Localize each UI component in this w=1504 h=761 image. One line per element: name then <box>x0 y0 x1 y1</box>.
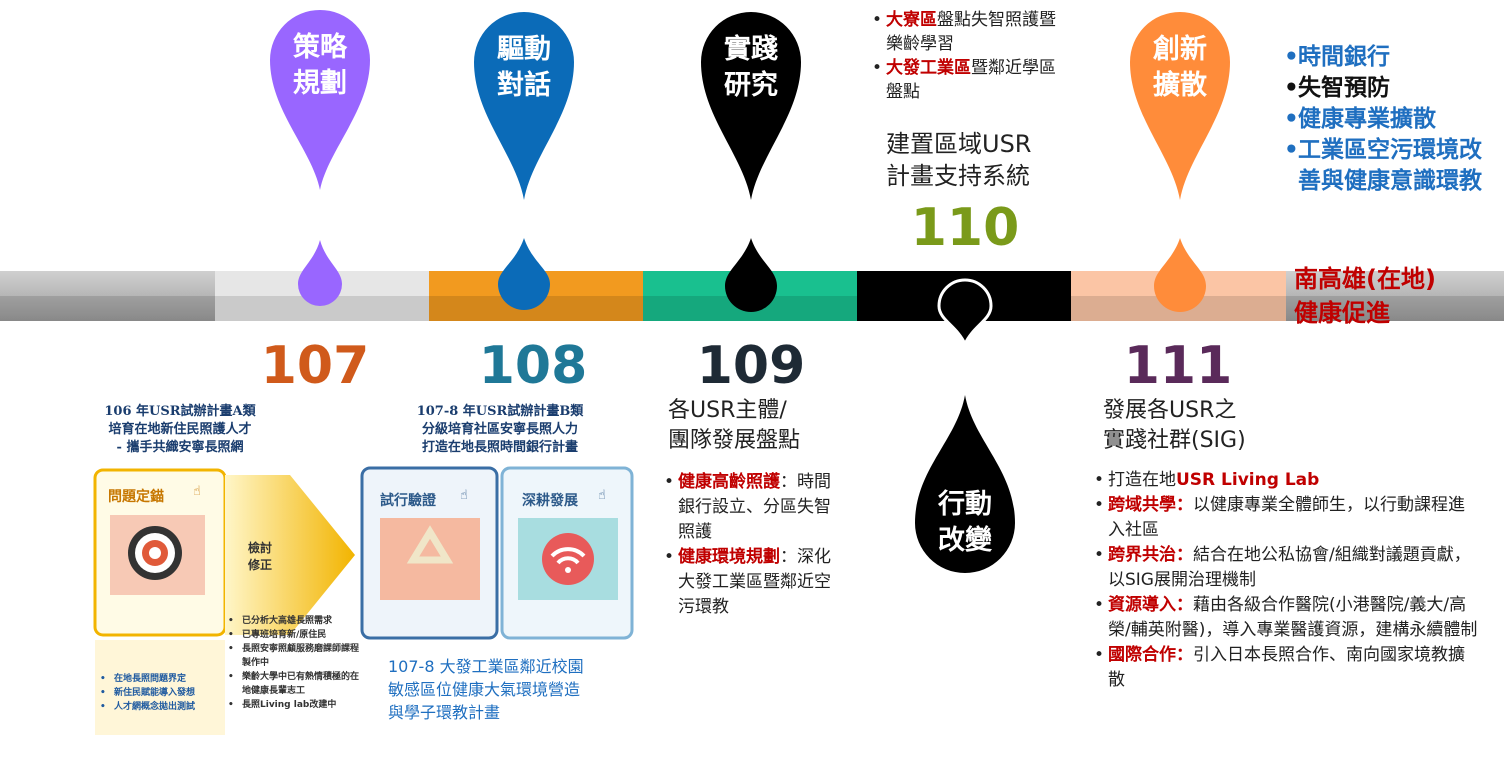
pin-label-dialogue: 驅動 對話 <box>497 34 551 101</box>
pin-blue-icon <box>474 12 574 310</box>
y111-title: 發展各USR之 實踐社群(SIG) <box>1103 398 1246 453</box>
card107-right-item: 長照Living lab改建中 <box>228 698 360 712</box>
card107-right-item: 長照安寧照顧服務磨課師課程製作中 <box>228 642 360 670</box>
right-list-item: 健康專業擴散 <box>1284 104 1484 135</box>
card107-arrow-text: 檢討 修正 <box>248 541 273 572</box>
y108-note: 107-8 年USR試辦計畫B類 分級培育社區安寧長照人力 打造在地長照時間銀行… <box>416 404 584 455</box>
south-kaohsiung-label: 南高雄(在地) 健康促進 <box>1294 265 1436 327</box>
year-108: 108 <box>478 336 588 396</box>
card107-title: 問題定錨 <box>108 489 164 505</box>
y109-title: 各USR主體/ 團隊發展盤點 <box>668 398 801 453</box>
top110-bullets: 大寮區盤點失智照護暨樂齡學習 大發工業區暨鄰近學區盤點 <box>872 8 1072 104</box>
pin-inverted-black-icon <box>915 278 1015 573</box>
card108a-title: 試行驗證 <box>380 493 436 509</box>
card107-right-item: 已分析大高雄長照需求 <box>228 614 360 628</box>
right-list: 時間銀行 失智預防 健康專業擴散 工業區空污環境改善與健康意識環教 <box>1284 42 1484 197</box>
y111-list: 打造在地USR Living Lab 跨域共學：以健康專業全體師生，以行動課程進… <box>1094 468 1479 693</box>
y111-item: 跨域共學：以健康專業全體師生，以行動課程進入社區 <box>1094 493 1479 543</box>
card107-left-item: 人才網概念拋出測試 <box>100 700 225 714</box>
y111-item: 國際合作：引入日本長照合作、南向國家境教擴散 <box>1094 643 1479 693</box>
y109-list: 健康高齡照護：時間銀行設立、分區失智照護 健康環境規劃：深化大發工業區暨鄰近空污… <box>664 470 839 620</box>
pin-purple-icon <box>269 9 371 306</box>
card107-left-item: 在地長照問題界定 <box>100 672 225 686</box>
card107-left-list: 在地長照問題界定 新住民賦能導入發想 人才網概念拋出測試 <box>100 672 225 714</box>
pin-black-icon <box>701 12 801 312</box>
pin-label-strategy: 策略 規劃 <box>293 32 347 99</box>
y109-item: 健康環境規劃：深化大發工業區暨鄰近空污環教 <box>664 545 839 620</box>
y107-note: 106 年USR試辦計畫A類 培育在地新住民照護人才 - 攜手共織安寧長照網 <box>104 404 256 455</box>
hand-pointer-icon: ☝ <box>460 488 468 503</box>
card-108-graphic <box>360 466 634 640</box>
y111-item: 資源導入：藉由各級合作醫院(小港醫院/義大/高榮/輔英附醫)，導入專業醫護資源，… <box>1094 593 1479 643</box>
top110-bullet: 大寮區盤點失智照護暨樂齡學習 <box>872 8 1072 56</box>
card107-left-item: 新住民賦能導入發想 <box>100 686 225 700</box>
card107-right-list: 已分析大高雄長照需求 已專班培育新/原住民 長照安寧照顧服務磨課師課程製作中 樂… <box>228 614 360 712</box>
pin-label-innovation: 創新 擴散 <box>1153 34 1207 101</box>
year-110: 110 <box>910 198 1020 258</box>
pin-label-action: 行動 改變 <box>938 489 992 556</box>
y109-item: 健康高齡照護：時間銀行設立、分區失智照護 <box>664 470 839 545</box>
hand-pointer-icon: ☝ <box>193 484 201 499</box>
pin-orange-icon <box>1130 12 1230 312</box>
y108-bottom-note: 107-8 大發工業區鄰近校園 敏感區位健康大氣環境營造 與學子環教計畫 <box>388 657 584 722</box>
year-109: 109 <box>696 336 806 396</box>
pin-label-practice: 實踐 研究 <box>724 34 778 101</box>
card107-right-item: 樂齡大學中已有熱情積極的在地健康長輩志工 <box>228 670 360 698</box>
right-list-item: 時間銀行 <box>1284 42 1484 73</box>
card108b-title: 深耕發展 <box>522 493 578 509</box>
card107-right-item: 已專班培育新/原住民 <box>228 628 360 642</box>
top110-title: 建置區域USR 計畫支持系統 <box>886 130 1032 190</box>
y111-item: 打造在地USR Living Lab <box>1094 468 1479 493</box>
hand-pointer-icon: ☝ <box>598 488 606 503</box>
right-list-item: 失智預防 <box>1284 73 1484 104</box>
year-107: 107 <box>260 336 370 396</box>
right-list-item: 工業區空污環境改善與健康意識環教 <box>1284 135 1484 197</box>
y111-item: 跨界共治：結合在地公私協會/組織對議題貢獻，以SIG展開治理機制 <box>1094 543 1479 593</box>
top110-bullet: 大發工業區暨鄰近學區盤點 <box>872 56 1072 104</box>
year-111: 111 <box>1123 336 1233 396</box>
